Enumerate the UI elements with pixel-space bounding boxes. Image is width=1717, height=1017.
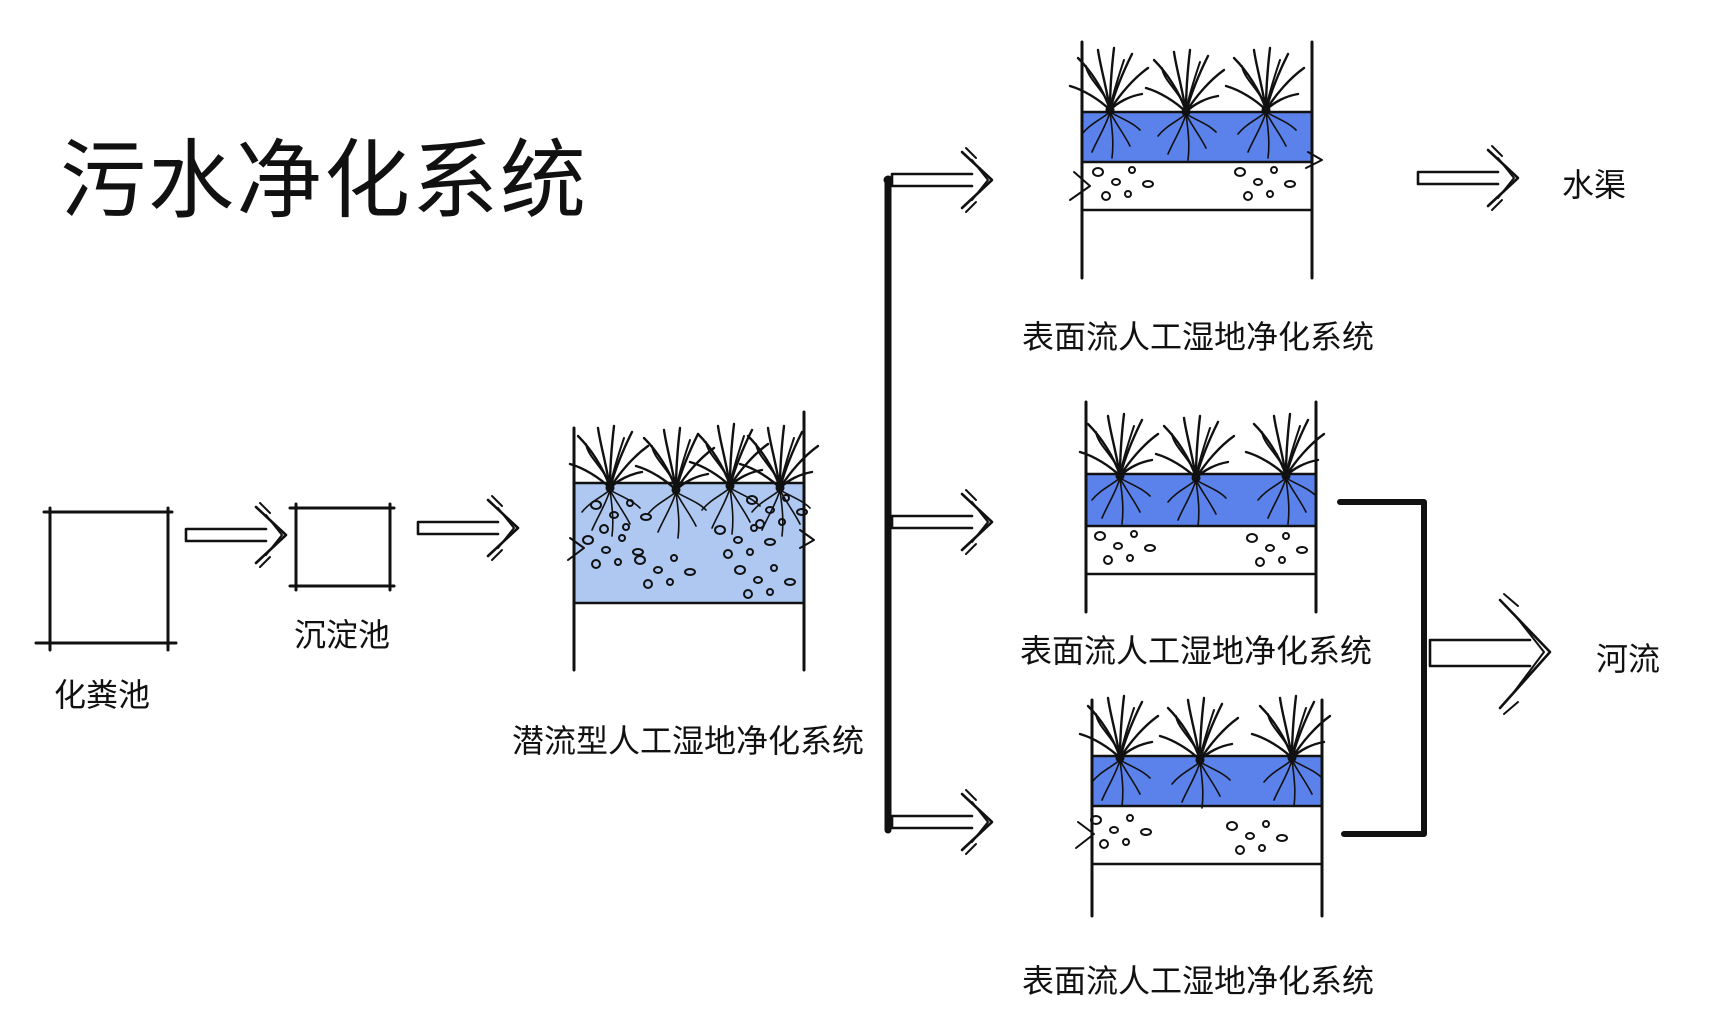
arrow-to-surface-wetland-bottom [890,788,994,856]
arrow-septic-to-sedimentation [184,501,288,569]
arrow-to-canal [1416,144,1520,212]
label-surface-wetland-top: 表面流人工湿地净化系统 [1022,318,1375,356]
arrow-sedimentation-to-subsurface [416,494,520,562]
label-surface-wetland-bottom: 表面流人工湿地净化系统 [1022,962,1375,1000]
subsurface-wetland-illustration [567,410,820,672]
arrow-to-surface-wetland-middle [890,488,994,556]
arrow-to-river [1428,593,1552,715]
arrow-to-surface-wetland-top [890,146,994,214]
label-canal: 水渠 [1562,166,1627,204]
sedimentation-tank-box [288,502,396,592]
label-river: 河流 [1596,640,1661,678]
label-sedimentation-tank: 沉淀池 [294,616,391,654]
surface-wetland-bottom-illustration [1075,694,1332,918]
label-septic-tank: 化粪池 [54,676,151,714]
label-surface-wetland-middle: 表面流人工湿地净化系统 [1020,632,1373,670]
collector-bracket [1337,499,1427,837]
diagram-title: 污水净化系统 [60,131,588,231]
surface-wetland-top-illustration [1068,40,1323,280]
distribution-bar [883,175,893,834]
septic-tank-box [34,506,178,652]
label-subsurface-wetland: 潜流型人工湿地净化系统 [512,722,865,760]
surface-wetland-middle-illustration [1078,400,1326,614]
